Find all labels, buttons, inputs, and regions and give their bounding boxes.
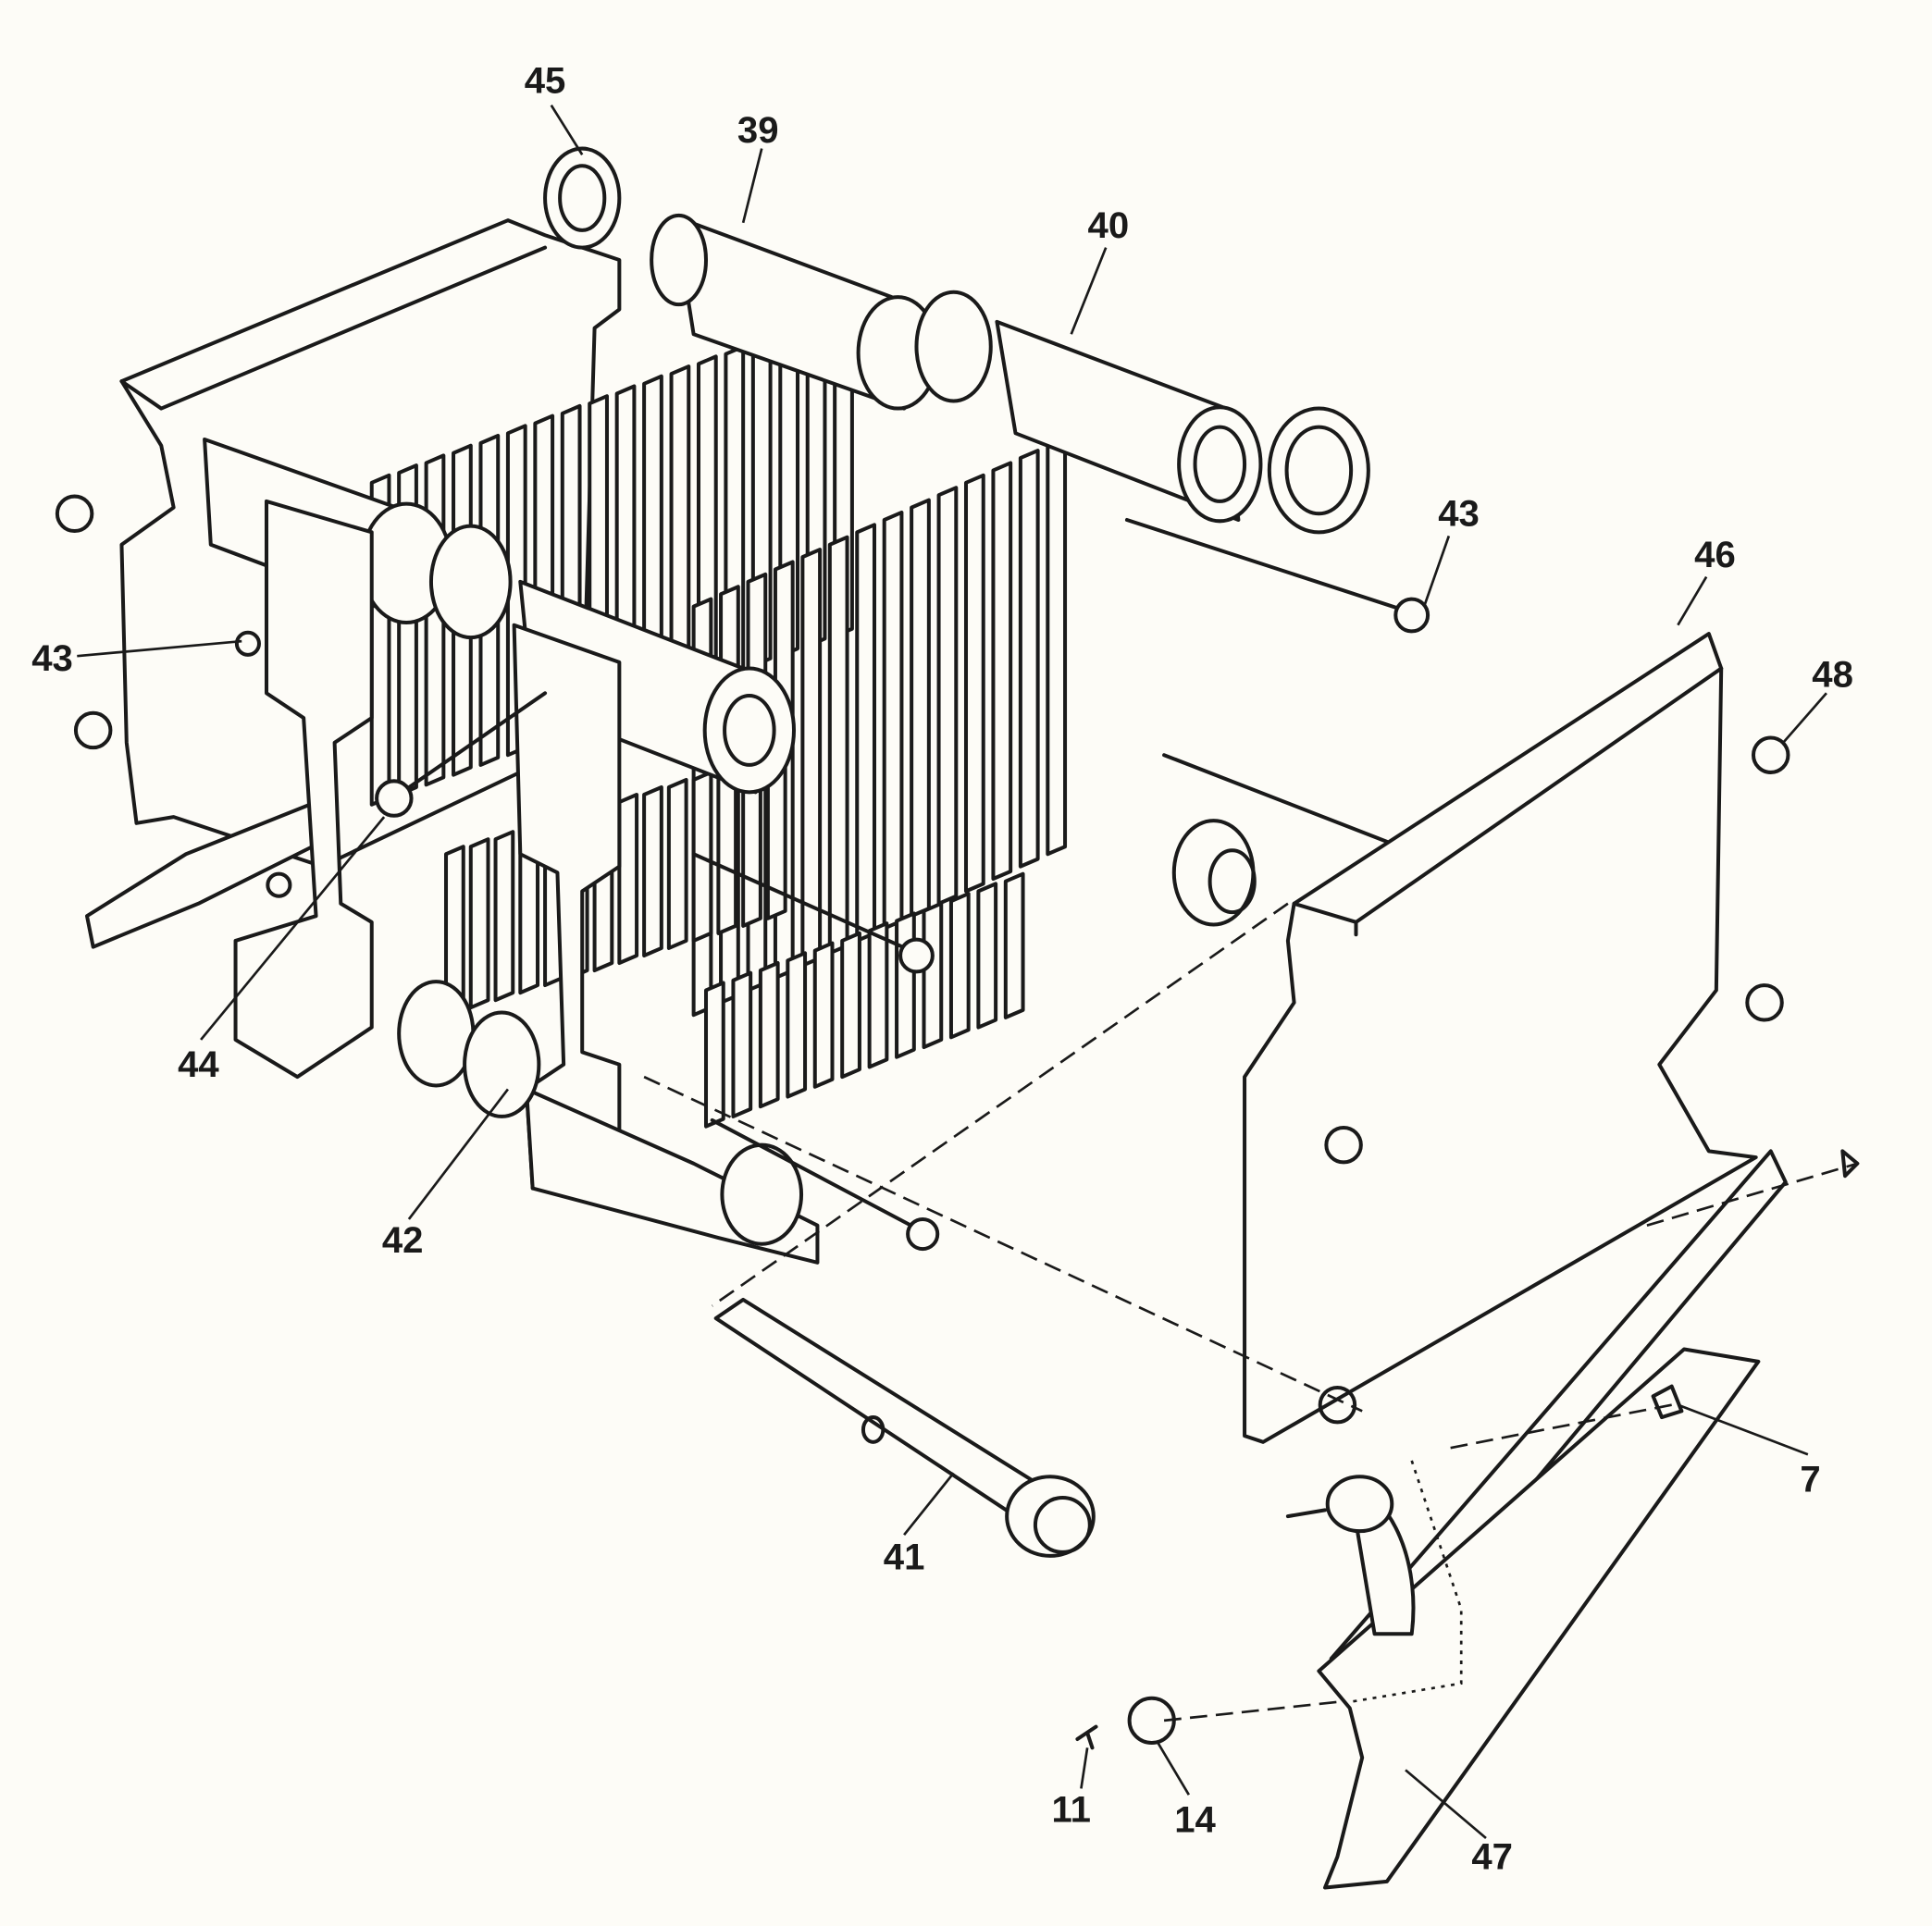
fin (642, 784, 663, 957)
callout-45: 45 (525, 59, 566, 101)
fin (617, 793, 639, 966)
fin (786, 951, 808, 1099)
alignment-lines (643, 902, 1858, 1722)
callout-46: 46 (1694, 534, 1736, 575)
callout-44: 44 (178, 1043, 219, 1085)
fin (1018, 449, 1040, 869)
fin (936, 486, 959, 906)
callout-39: 39 (737, 109, 779, 151)
callout-40: 40 (1088, 204, 1130, 246)
fin (976, 882, 998, 1030)
callout-43-right: 43 (1438, 493, 1480, 535)
callout-11: 11 (1052, 1789, 1091, 1831)
fin (910, 498, 931, 919)
fin (666, 777, 688, 950)
callout-labels: 45 39 40 43 46 48 43 44 42 41 7 11 14 47 (31, 59, 1853, 1877)
gaskets (543, 146, 1370, 535)
retaining-clips (55, 494, 1790, 1425)
leader-lines (77, 105, 1827, 1840)
callout-43-left: 43 (31, 637, 73, 679)
fin (882, 510, 904, 931)
fin (855, 523, 876, 943)
fin (922, 901, 944, 1049)
fin (1003, 871, 1025, 1019)
fin (704, 981, 725, 1129)
header-brackets (233, 499, 1257, 1265)
fin (827, 535, 849, 956)
fin (731, 970, 753, 1118)
fin (758, 960, 780, 1109)
tie-bolts (234, 517, 1430, 1252)
fin (468, 837, 490, 1010)
fin (812, 941, 835, 1089)
callout-7: 7 (1800, 1458, 1820, 1500)
callout-41: 41 (884, 1537, 925, 1578)
fin (948, 892, 971, 1040)
fin (867, 921, 889, 1069)
fin (895, 911, 916, 1059)
fin (493, 830, 515, 1003)
fin (963, 473, 985, 894)
rod-41 (713, 1297, 1096, 1558)
fin (1046, 436, 1068, 857)
callout-14: 14 (1174, 1798, 1216, 1840)
right-end-plate (1243, 632, 1758, 1444)
callout-48: 48 (1812, 654, 1853, 696)
gasket-45 (543, 146, 622, 250)
callout-47: 47 (1471, 1835, 1513, 1877)
callout-42: 42 (382, 1219, 424, 1261)
fin (991, 461, 1013, 882)
fin (840, 931, 861, 1080)
